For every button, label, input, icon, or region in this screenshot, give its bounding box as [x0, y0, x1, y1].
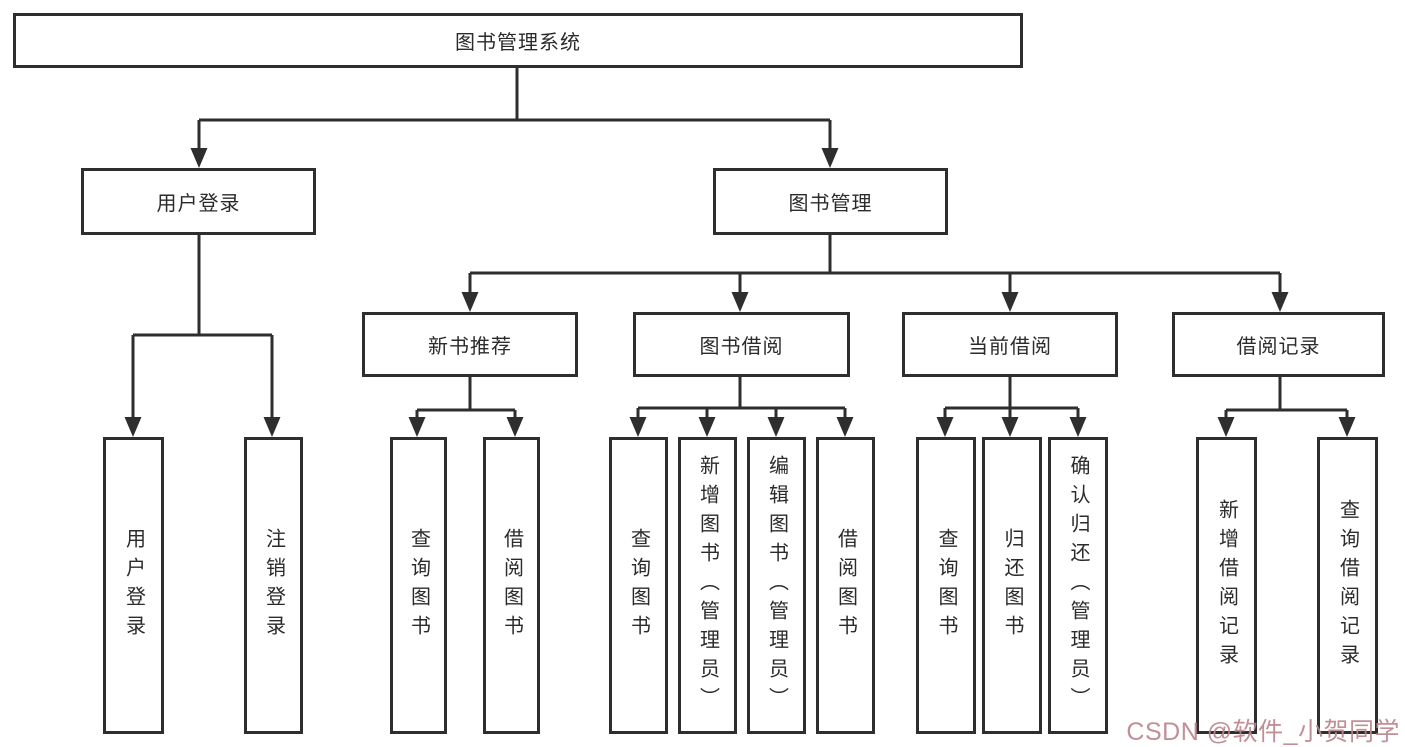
- root-box-library-system: 图书管理系统: [13, 13, 1023, 68]
- module-label: 借阅记录: [1236, 336, 1321, 358]
- module-book-borrow: 图书借阅: [633, 312, 850, 377]
- leaf-label: 查询图书: [407, 527, 430, 644]
- leaf-add-book-admin: 新增图书（管理员）: [678, 437, 737, 734]
- leaf-label: 新增借阅记录: [1215, 498, 1238, 673]
- branch-book-management: 图书管理: [713, 168, 948, 235]
- leaf-recommend-query-book: 查询图书: [390, 437, 447, 734]
- leaf-edit-book-admin: 编辑图书（管理员）: [747, 437, 806, 734]
- branch-user-login: 用户登录: [81, 168, 316, 235]
- branch-label: 用户登录: [156, 193, 241, 215]
- leaf-label: 查询图书: [935, 527, 957, 644]
- leaf-label: 借阅图书: [834, 527, 857, 644]
- watermark: CSDN @软件_小贺同学: [1126, 718, 1400, 746]
- leaf-confirm-return-admin: 确认归还（管理员）: [1048, 437, 1108, 734]
- leaf-return-book: 归还图书: [982, 437, 1042, 734]
- leaf-label: 查询借阅记录: [1336, 498, 1359, 673]
- leaf-borrow-book: 借阅图书: [816, 437, 875, 734]
- leaf-label: 新增图书（管理员）: [696, 455, 719, 716]
- branch-label: 图书管理: [788, 193, 873, 215]
- module-label: 当前借阅: [968, 336, 1052, 358]
- leaf-label: 查询图书: [627, 527, 650, 644]
- leaf-label: 确认归还（管理员）: [1067, 455, 1089, 716]
- leaf-label: 用户登录: [122, 527, 145, 644]
- leaf-add-borrow-record: 新增借阅记录: [1196, 437, 1257, 734]
- module-label: 图书借阅: [699, 336, 784, 358]
- module-borrow-records: 借阅记录: [1172, 312, 1385, 377]
- root-label: 图书管理系统: [455, 32, 581, 54]
- leaf-label: 注销登录: [262, 527, 285, 644]
- leaf-user-login: 用户登录: [103, 437, 164, 734]
- module-label: 新书推荐: [428, 336, 512, 358]
- leaf-borrow-query-book: 查询图书: [609, 437, 668, 734]
- leaf-label: 借阅图书: [500, 527, 523, 644]
- module-new-book-recommend: 新书推荐: [362, 312, 578, 377]
- leaf-label: 归还图书: [1001, 527, 1023, 644]
- leaf-label: 编辑图书（管理员）: [765, 455, 788, 716]
- leaf-logout: 注销登录: [244, 437, 303, 734]
- module-current-borrow: 当前借阅: [902, 312, 1118, 377]
- leaf-recommend-borrow-book: 借阅图书: [483, 437, 540, 734]
- leaf-current-query-book: 查询图书: [916, 437, 976, 734]
- leaf-query-borrow-record: 查询借阅记录: [1317, 437, 1378, 734]
